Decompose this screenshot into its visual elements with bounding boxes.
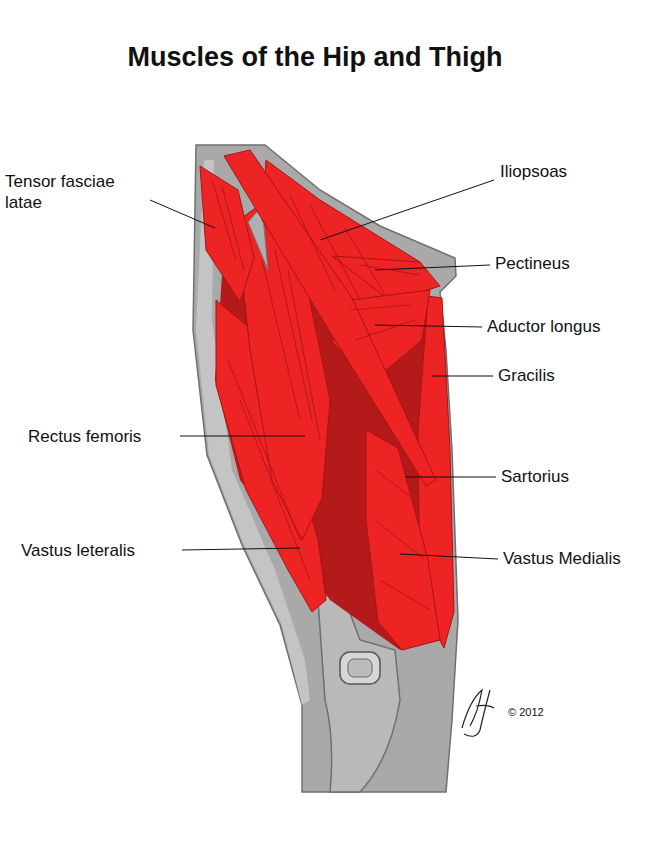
leader-line [432, 376, 493, 377]
fibre [275, 250, 312, 420]
leader-line [375, 325, 482, 327]
leader-line [180, 436, 305, 437]
muscle-label: Iliopsoas [500, 161, 567, 182]
muscle-label: Tensor fasciae latae [5, 171, 140, 213]
leader-line [405, 477, 496, 478]
fibre [240, 400, 310, 580]
patella [340, 652, 380, 684]
leader-line [400, 554, 498, 559]
fibre [222, 186, 244, 270]
muscle-label: Aductor longus [487, 316, 600, 337]
muscle-label: Gracilis [498, 365, 555, 386]
muscle-fibres [212, 180, 430, 610]
fibre [345, 228, 385, 295]
fibre [212, 180, 236, 260]
fibre [228, 360, 300, 540]
leader-lines [150, 180, 498, 559]
fibre [350, 305, 410, 310]
title: Muscles of the Hip and Thigh [0, 42, 630, 73]
signature [462, 690, 494, 736]
fibre [375, 470, 415, 500]
muscle-label: Sartorius [501, 466, 569, 487]
leader-line [375, 265, 490, 270]
muscle-label: Vastus leteralis [21, 540, 135, 561]
copyright-note: © 2012 [508, 702, 544, 723]
fibre [310, 205, 360, 300]
fibre [288, 270, 320, 440]
leader-line [182, 548, 300, 550]
vastus-medialis [366, 430, 440, 650]
fibre [355, 320, 415, 340]
muscle-label: Pectineus [495, 253, 570, 274]
fibre [380, 580, 430, 610]
fibre [360, 265, 420, 275]
muscle-label: Rectus femoris [28, 426, 141, 447]
muscle-label: Vastus Medialis [503, 548, 621, 569]
patella-inner [348, 659, 372, 677]
leader-line [150, 200, 215, 228]
leg-outline [193, 145, 458, 792]
leader-line [320, 180, 494, 240]
